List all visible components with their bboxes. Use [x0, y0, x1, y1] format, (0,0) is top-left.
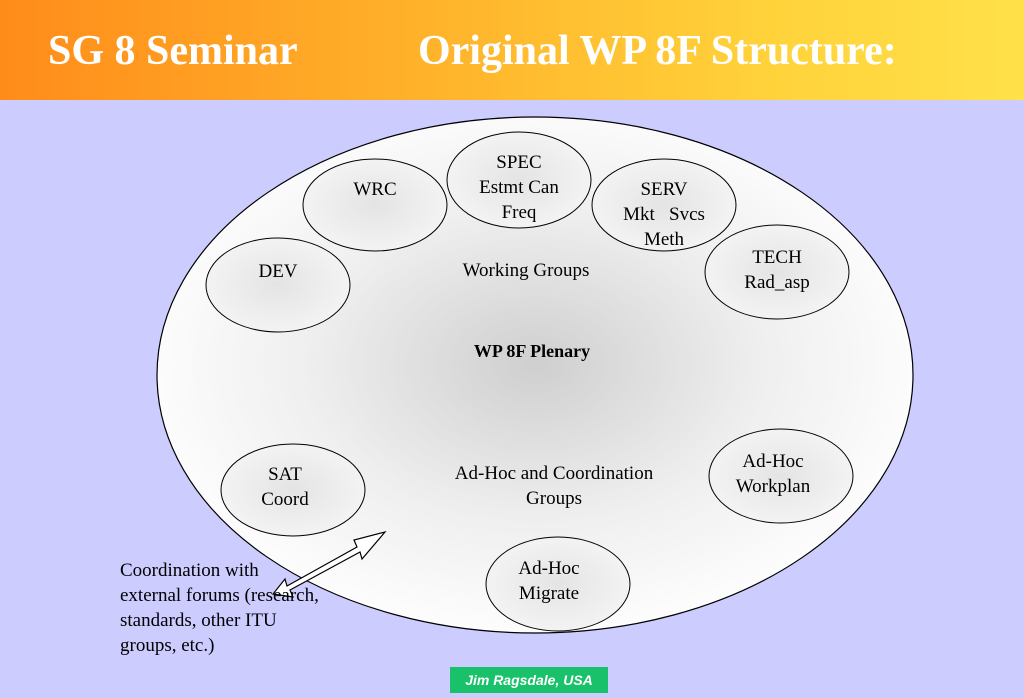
sat-label: SAT Coord [261, 464, 309, 510]
double-arrow [271, 530, 387, 598]
migrate-ellipse [485, 536, 631, 632]
header-banner: SG 8 Seminar Original WP 8F Structure: [0, 0, 1024, 100]
adhoc-groups-label: Ad-Hoc and Coordination Groups [454, 463, 654, 509]
sat-ellipse [220, 443, 366, 537]
dev-ellipse [205, 237, 351, 333]
serv-ellipse [591, 158, 737, 252]
wrc-ellipse [302, 158, 448, 252]
workplan-label: Ad-Hoc Workplan [735, 451, 811, 497]
wrc-label: WRC [353, 179, 397, 200]
dev-label: DEV [258, 261, 298, 282]
tech-label: TECH Rad_asp [744, 247, 810, 293]
coordination-note: Coordination with external forums (resea… [120, 560, 319, 656]
working-groups-label: Working Groups [462, 260, 590, 281]
spec-label: SPEC Estmt Can Freq [479, 152, 559, 223]
spec-ellipse [446, 131, 592, 229]
serv-label: SERV Mkt Svcs Meth [623, 179, 705, 250]
tech-ellipse [704, 224, 850, 320]
migrate-label: Ad-Hoc Migrate [518, 558, 580, 604]
workplan-ellipse [708, 428, 854, 524]
slide-title-right: Original WP 8F Structure: [418, 28, 897, 74]
author-footer: Jim Ragsdale, USA [450, 667, 608, 693]
plenary-label: WP 8F Plenary [473, 341, 591, 361]
slide-title-left: SG 8 Seminar [48, 28, 298, 74]
